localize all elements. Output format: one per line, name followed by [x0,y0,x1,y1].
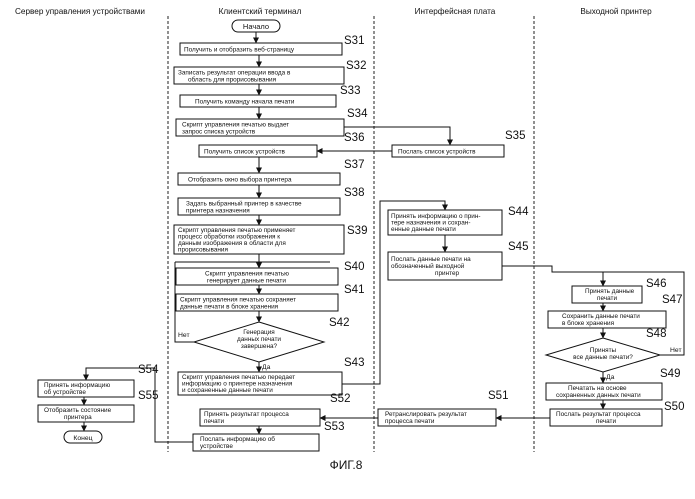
step-s48-text-1: Приняты [590,347,617,354]
step-s54-label: S54 [138,364,159,376]
step-s32-text-1: Записать результат операции ввода в [178,70,291,77]
step-s50-text-2: печати [596,418,616,425]
step-s40-text-1: Скрипт управления печатью [205,271,289,278]
step-s34-label: S34 [347,108,368,120]
step-s40-label: S40 [344,261,364,273]
step-s48-text-2: все данные печати? [573,354,633,361]
step-s53-text-1: Послать информацию об [200,435,275,443]
step-s45-text-2: обозначенный выходной [391,262,465,270]
start-label: Начало [243,22,269,31]
no-label-s48: Нет [670,347,682,354]
step-s33-text: Получить команду начала печати [195,99,295,106]
step-s33-label: S33 [340,85,360,97]
step-s34-text-1: Скрипт управления печатью выдает [182,122,289,129]
step-s39-text-4: прорисовывания [178,247,228,254]
step-s51-text-1: Ретранслировать результат [385,411,467,418]
step-s38-text-2: принтера назначения [186,208,250,215]
step-s53-label: S53 [324,421,344,433]
step-s52-text-1: Принять результат процесса [204,411,289,418]
step-s38-text-1: Задать выбранный принтер в качестве [186,200,302,208]
step-s39-label: S39 [347,225,367,237]
step-s42-text-2: данных печати [237,336,281,343]
step-s52-text-2: печати [204,418,224,425]
step-s43-text-3: и сохраненные данные печати [182,387,273,394]
step-s36-label: S36 [344,132,364,144]
step-s32-label: S32 [346,60,366,72]
step-s42-text-1: Генерация [243,329,275,336]
step-s54-text-2: об устройстве [44,388,86,396]
step-s32-text-2: область для прорисовывания [188,76,277,84]
step-s36-text: Получить список устройств [204,148,286,156]
step-s48-label: S48 [646,328,666,340]
step-s49-text-2: сохраненных данных печати [556,392,641,399]
lane-title-client: Клиентский терминал [219,7,302,16]
step-s47-label: S47 [662,294,682,306]
step-s41-label: S41 [344,284,364,296]
step-s53-text-2: устройстве [200,442,233,450]
step-s31-text: Получить и отобразить веб-страницу [184,46,295,54]
step-s38-label: S38 [344,187,364,199]
step-s45-label: S45 [508,241,528,253]
step-s35-label: S35 [505,130,525,142]
step-s37-text: Отобразить окно выбора принтера [188,176,292,184]
step-s37-label: S37 [344,159,364,171]
yes-label-s42: Да [262,364,271,371]
lane-title-server: Сервер управления устройствами [15,7,145,16]
step-s49-label: S49 [660,368,680,380]
step-s42-text-3: завершена? [241,343,278,350]
end-label: Конец [73,435,92,442]
step-s55-text-2: принтера [64,414,92,421]
step-s34-text-2: запрос списка устройств [182,128,256,136]
yes-label-s48: Да [606,374,615,381]
step-s41-text-2: данные печати в блоке хранения [180,303,279,311]
step-s35-text: Послать список устройств [398,148,476,156]
step-s52-label: S52 [330,393,350,405]
step-s51-label: S51 [488,390,508,402]
step-s46-text-2: печати [597,295,617,302]
figure-caption: ФИГ.8 [330,458,363,472]
step-s40-text-2: генерирует данные печати [207,278,286,285]
step-s46-text-1: Принять данные [585,288,635,295]
step-s31-label: S31 [344,35,364,47]
step-s49-text-1: Печатать на основе [568,385,627,392]
step-s44-label: S44 [508,206,529,218]
step-s45-text-1: Послать данные печати на [391,256,471,263]
step-s45-text-3: принтер [435,270,460,277]
lane-title-interface: Интерфейсная плата [415,7,496,16]
no-label-s42: Нет [178,332,190,339]
step-s54-text-1: Принять информацию [44,382,110,389]
step-s44-text-3: енные данные печати [391,226,456,233]
step-s51-text-2: процесса печати [385,418,435,425]
step-s47-text-1: Сохранить данные печати [562,313,640,320]
step-s41-text-1: Скрипт управления печатью сохраняет [180,297,296,304]
step-s46-label: S46 [646,278,666,290]
step-s42-label: S42 [329,317,349,329]
lane-title-printer: Выходной принтер [580,7,652,16]
step-s47-text-2: в блоке хранения [562,319,615,327]
arrow-s45-s46 [502,266,603,272]
step-s50-text-1: Послать результат процесса [556,411,641,418]
step-s43-label: S43 [344,357,364,369]
step-s55-text-1: Отобразить состояние [44,406,112,414]
step-s50-label: S50 [664,401,684,413]
